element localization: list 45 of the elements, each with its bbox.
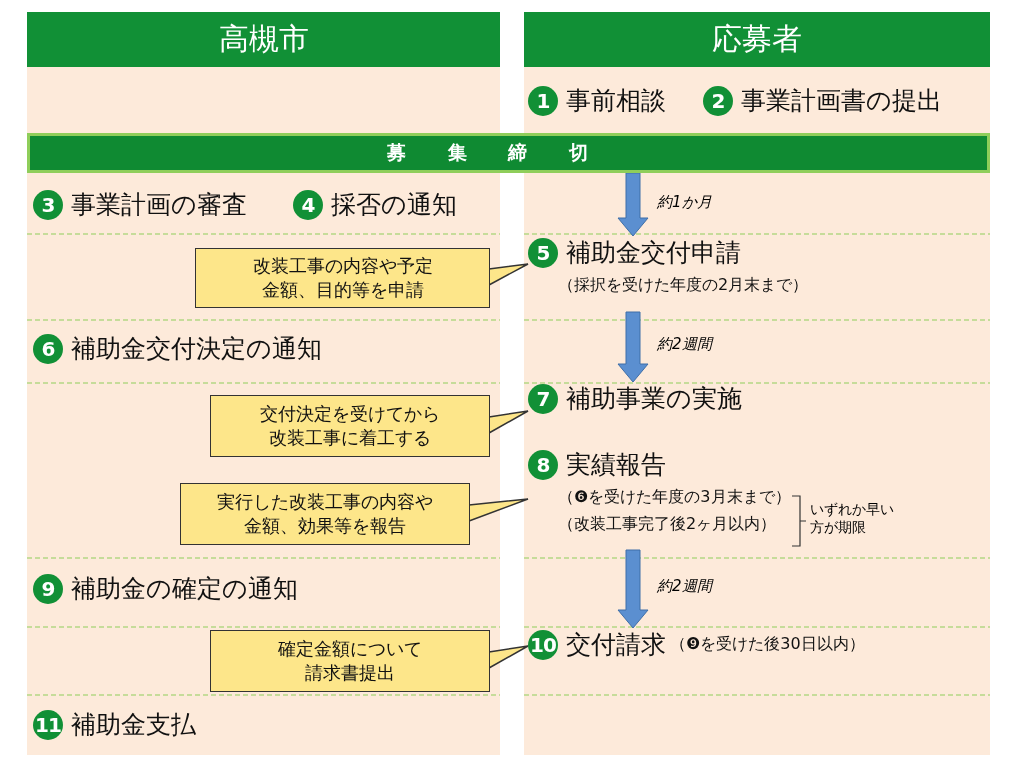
step-title: 交付請求 — [566, 629, 666, 661]
down-arrow — [617, 172, 649, 237]
lane-panel — [27, 12, 500, 755]
step-number: 1 — [528, 85, 558, 116]
step-title: 補助金交付申請 — [566, 237, 741, 269]
callout-box: 確定金額について請求書提出 — [210, 630, 490, 692]
callout-pointer — [488, 410, 529, 434]
callout-pointer — [488, 263, 529, 286]
callout-pointer — [488, 645, 529, 669]
step-number: 8 — [528, 449, 558, 480]
lane-header: 応募者 — [524, 12, 990, 67]
step-title: 補助金交付決定の通知 — [71, 333, 322, 365]
side-note: いずれか早い方が期限 — [810, 500, 895, 537]
edge-label: 約2週間 — [655, 577, 714, 596]
step-title: 補助事業の実施 — [566, 383, 742, 415]
callout-box: 交付決定を受けてから改装工事に着工する — [210, 395, 490, 457]
step-title: 事前相談 — [566, 85, 666, 117]
down-arrow — [617, 311, 649, 383]
step-title: 実績報告 — [566, 449, 666, 481]
step-number: 2 — [703, 85, 733, 116]
step-title: 事業計画書の提出 — [741, 85, 942, 117]
deadline-note: （❾を受けた後30日以内） — [670, 634, 865, 655]
callout-box: 改装工事の内容や予定金額、目的等を申請 — [195, 248, 490, 308]
step-number: 9 — [33, 573, 63, 604]
step-number: 3 — [33, 189, 63, 220]
step-title: 採否の通知 — [331, 189, 457, 221]
step-number: 10 — [528, 629, 558, 660]
deadline-banner: 募集締切 — [27, 133, 990, 173]
step-title: 事業計画の審査 — [71, 189, 247, 221]
down-arrow — [617, 549, 649, 629]
deadline-note: （❻を受けた年度の3月末まで） — [558, 487, 791, 508]
deadline-note: （改装工事完了後2ヶ月以内） — [558, 514, 777, 535]
callout-box: 実行した改装工事の内容や金額、効果等を報告 — [180, 483, 470, 545]
edge-label: 約1か月 — [655, 192, 714, 212]
step-number: 7 — [528, 383, 558, 414]
step-title: 補助金の確定の通知 — [71, 573, 298, 605]
step-number: 4 — [293, 189, 323, 220]
step-number: 11 — [33, 709, 63, 740]
edge-label: 約2週間 — [655, 335, 714, 354]
step-number: 6 — [33, 333, 63, 364]
deadline-note: （採択を受けた年度の2月末まで） — [558, 275, 809, 296]
lane-header: 高槻市 — [27, 12, 500, 67]
step-title: 補助金支払 — [71, 709, 196, 741]
step-number: 5 — [528, 237, 558, 268]
callout-pointer — [468, 498, 529, 522]
